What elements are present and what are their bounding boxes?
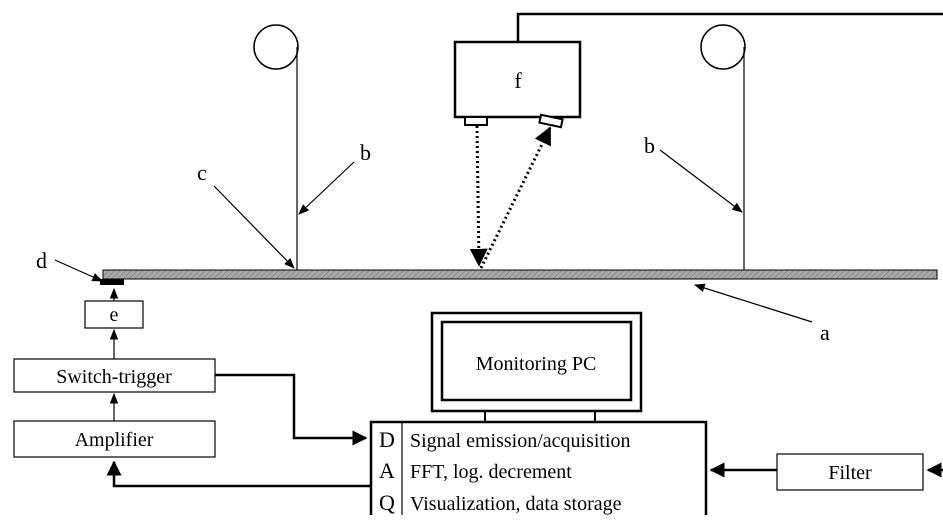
pointer-b-right (659, 149, 743, 213)
beam (102, 269, 938, 280)
daq-box (369, 420, 708, 520)
daq-line-1: Signal emission/acquisition (410, 430, 631, 452)
amplifier-label: Amplifier (75, 429, 154, 451)
connector-daq-to-amplifier (106, 460, 371, 488)
laser-emitted (469, 125, 488, 267)
daq-line-3: Visualization, data storage (410, 493, 622, 515)
label-e: e (110, 304, 119, 326)
filter-box (776, 453, 924, 491)
daq-line-2: FFT, log. decrement (410, 461, 572, 483)
daq-letter-d: D (379, 427, 395, 452)
label-c: c (197, 160, 207, 185)
pulley-right (700, 24, 746, 70)
pointer-c (213, 185, 295, 269)
label-b-left: b (360, 140, 371, 165)
sensor-cable (516, 12, 943, 42)
pointer-d (54, 259, 103, 282)
label-a: a (820, 320, 830, 345)
label-b-right: b (644, 133, 655, 158)
pulley-left (253, 24, 299, 70)
monitor-inner (440, 320, 633, 402)
filter-label: Filter (828, 462, 872, 484)
switch-trigger-label: Switch-trigger (56, 366, 172, 388)
connector-switch-to-daq (215, 373, 368, 446)
pointer-b-left (298, 161, 355, 215)
monitor-label: Monitoring PC (476, 353, 597, 375)
sensor-emitter (464, 116, 488, 126)
label-f: f (514, 68, 522, 93)
pointer-a (693, 283, 813, 323)
label-d: d (36, 248, 47, 273)
switch-trigger-box (13, 358, 216, 393)
laser-reflected (479, 126, 552, 269)
actuator-d (100, 279, 124, 285)
sensor-receiver (538, 113, 564, 129)
sensor-head-f (453, 40, 582, 119)
amplifier-box (13, 420, 216, 458)
daq-letter-q: Q (379, 490, 395, 515)
daq-letter-a: A (379, 458, 395, 483)
